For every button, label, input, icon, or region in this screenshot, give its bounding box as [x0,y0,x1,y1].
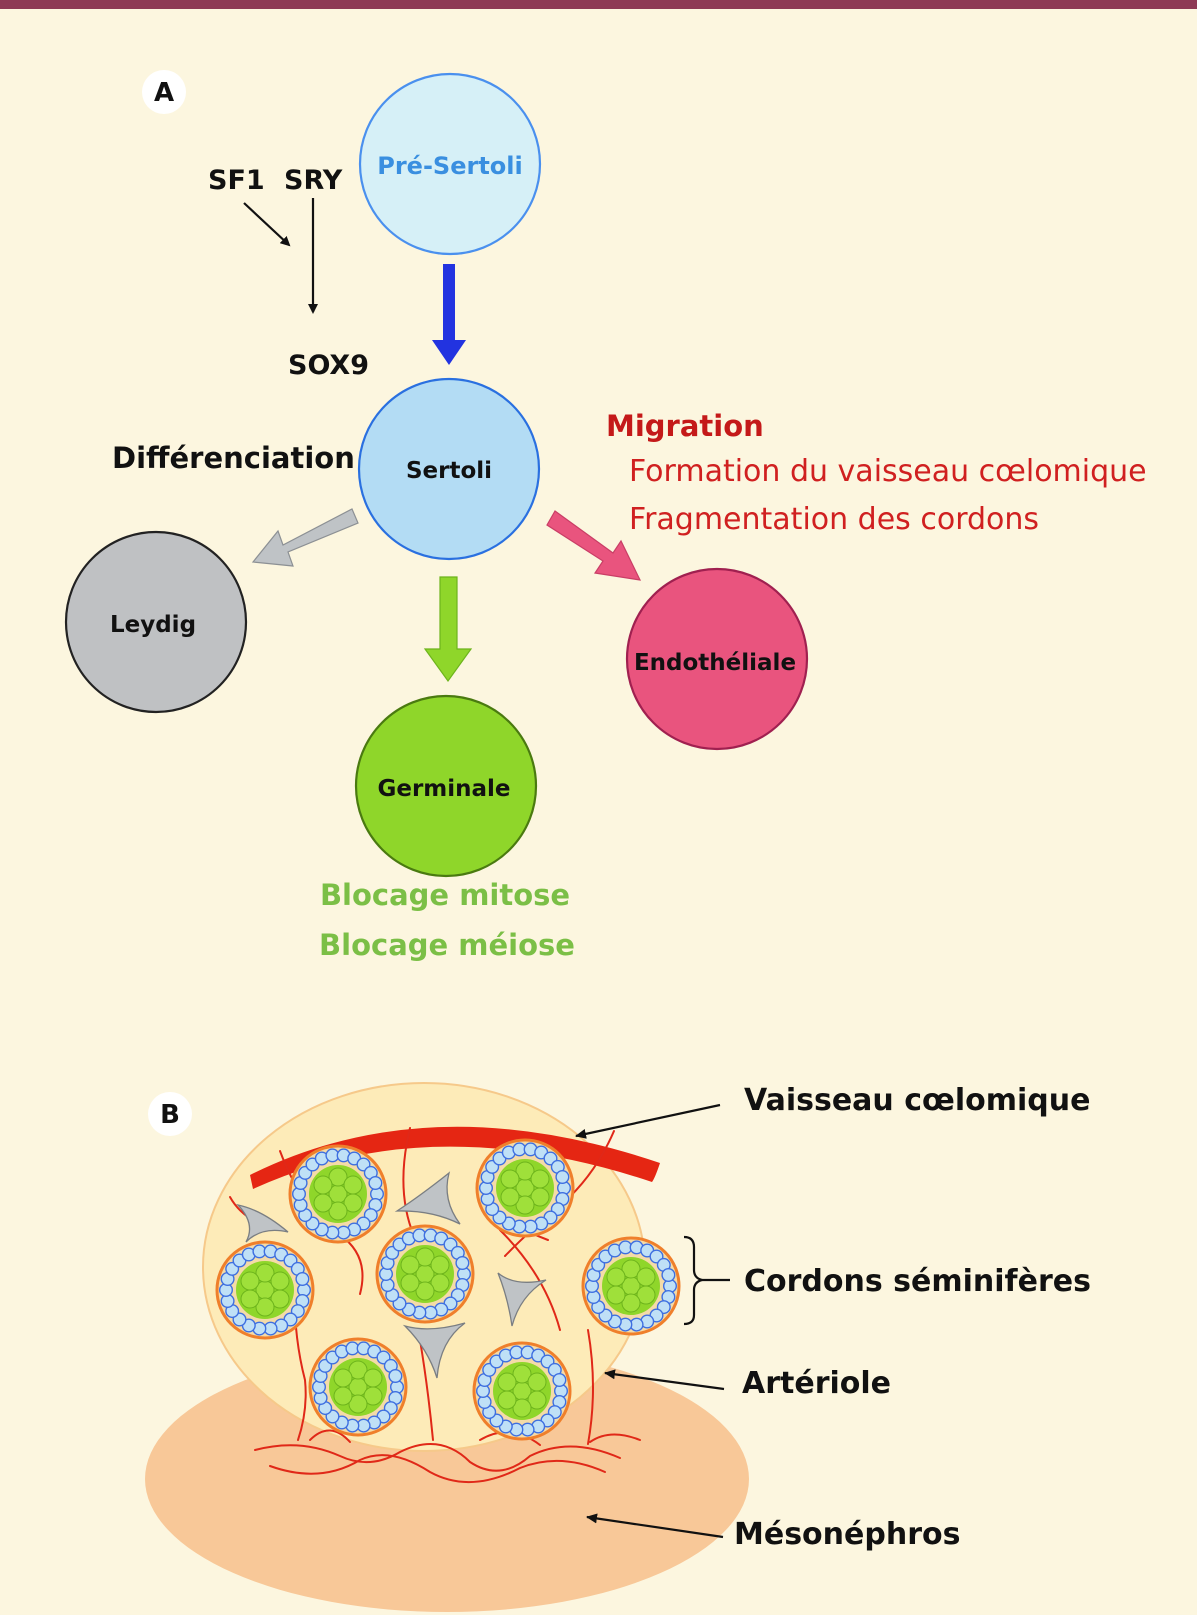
top-border-bar [0,0,1197,9]
sry-label: SRY [284,165,343,196]
panel-a-badge [142,70,186,114]
pink-arrow [546,510,642,581]
endotheliale-label: Endothéliale [634,650,796,676]
migration-item-coelomic: Formation du vaisseau cœlomique [629,454,1147,489]
seminiferous-cord [581,1236,681,1336]
interstitial-cell [497,1272,547,1327]
panel-b-badge [148,1092,192,1136]
seminiferous-cord [475,1138,575,1238]
endotheliale-cell [625,567,809,751]
gray-arrow [251,508,359,567]
mesonephros-label: Mésonéphros [734,1517,960,1552]
seminiferous-cord [308,1337,408,1437]
sf1-label: SF1 [208,165,265,196]
sertoli-cell [357,377,541,561]
mesonephric-tubules [254,1429,641,1483]
migration-label: Migration [606,409,764,443]
migration-item-cords: Fragmentation des cordons [629,502,1039,537]
germinale-cell [354,694,538,878]
green-arrow [423,576,473,683]
sf1-to-sry-arrow [243,202,291,247]
pre-sertoli-cell [358,72,542,256]
sertoli-label: Sertoli [406,458,492,484]
interstitial-cell [402,1322,466,1379]
interstitial-cell [394,1171,461,1225]
arteriole-leader-arrow [604,1369,725,1391]
seminiferous-cord [288,1144,388,1244]
seminiferous-cord [375,1224,475,1324]
blocage-meiose-label: Blocage méiose [319,928,575,962]
panel-b: B [145,1082,1091,1612]
blue-arrow [432,264,466,365]
pre-sertoli-label: Pré-Sertoli [377,152,522,180]
cordons-seminiferes-label: Cordons séminifères [744,1264,1091,1299]
seminiferous-cords [215,1138,681,1441]
panel-a-letter: A [154,78,174,108]
germinale-label: Germinale [377,776,510,802]
vaisseau-leader-arrow [575,1103,721,1139]
arteriole-label: Artériole [742,1366,891,1401]
seminiferous-cord [472,1341,572,1441]
mesonephros-leader-arrow [586,1513,724,1539]
leydig-label: Leydig [110,612,196,638]
interstitial-cells [236,1171,547,1379]
panel-a: A SF1 SRY SOX9 Pré-Sertoli Sertoli Diffé… [64,70,1147,962]
interstitial-cell [236,1203,289,1243]
coelomic-vessel [250,1126,660,1189]
panel-b-letter: B [160,1100,180,1130]
sox9-label: SOX9 [288,350,369,381]
leydig-cell [64,530,248,714]
blocage-mitose-label: Blocage mitose [320,878,570,912]
seminiferous-cord [215,1240,315,1340]
cordons-bracket [683,1235,703,1326]
vaisseau-coelomique-label: Vaisseau cœlomique [744,1083,1090,1118]
differenciation-label: Différenciation [112,441,355,475]
